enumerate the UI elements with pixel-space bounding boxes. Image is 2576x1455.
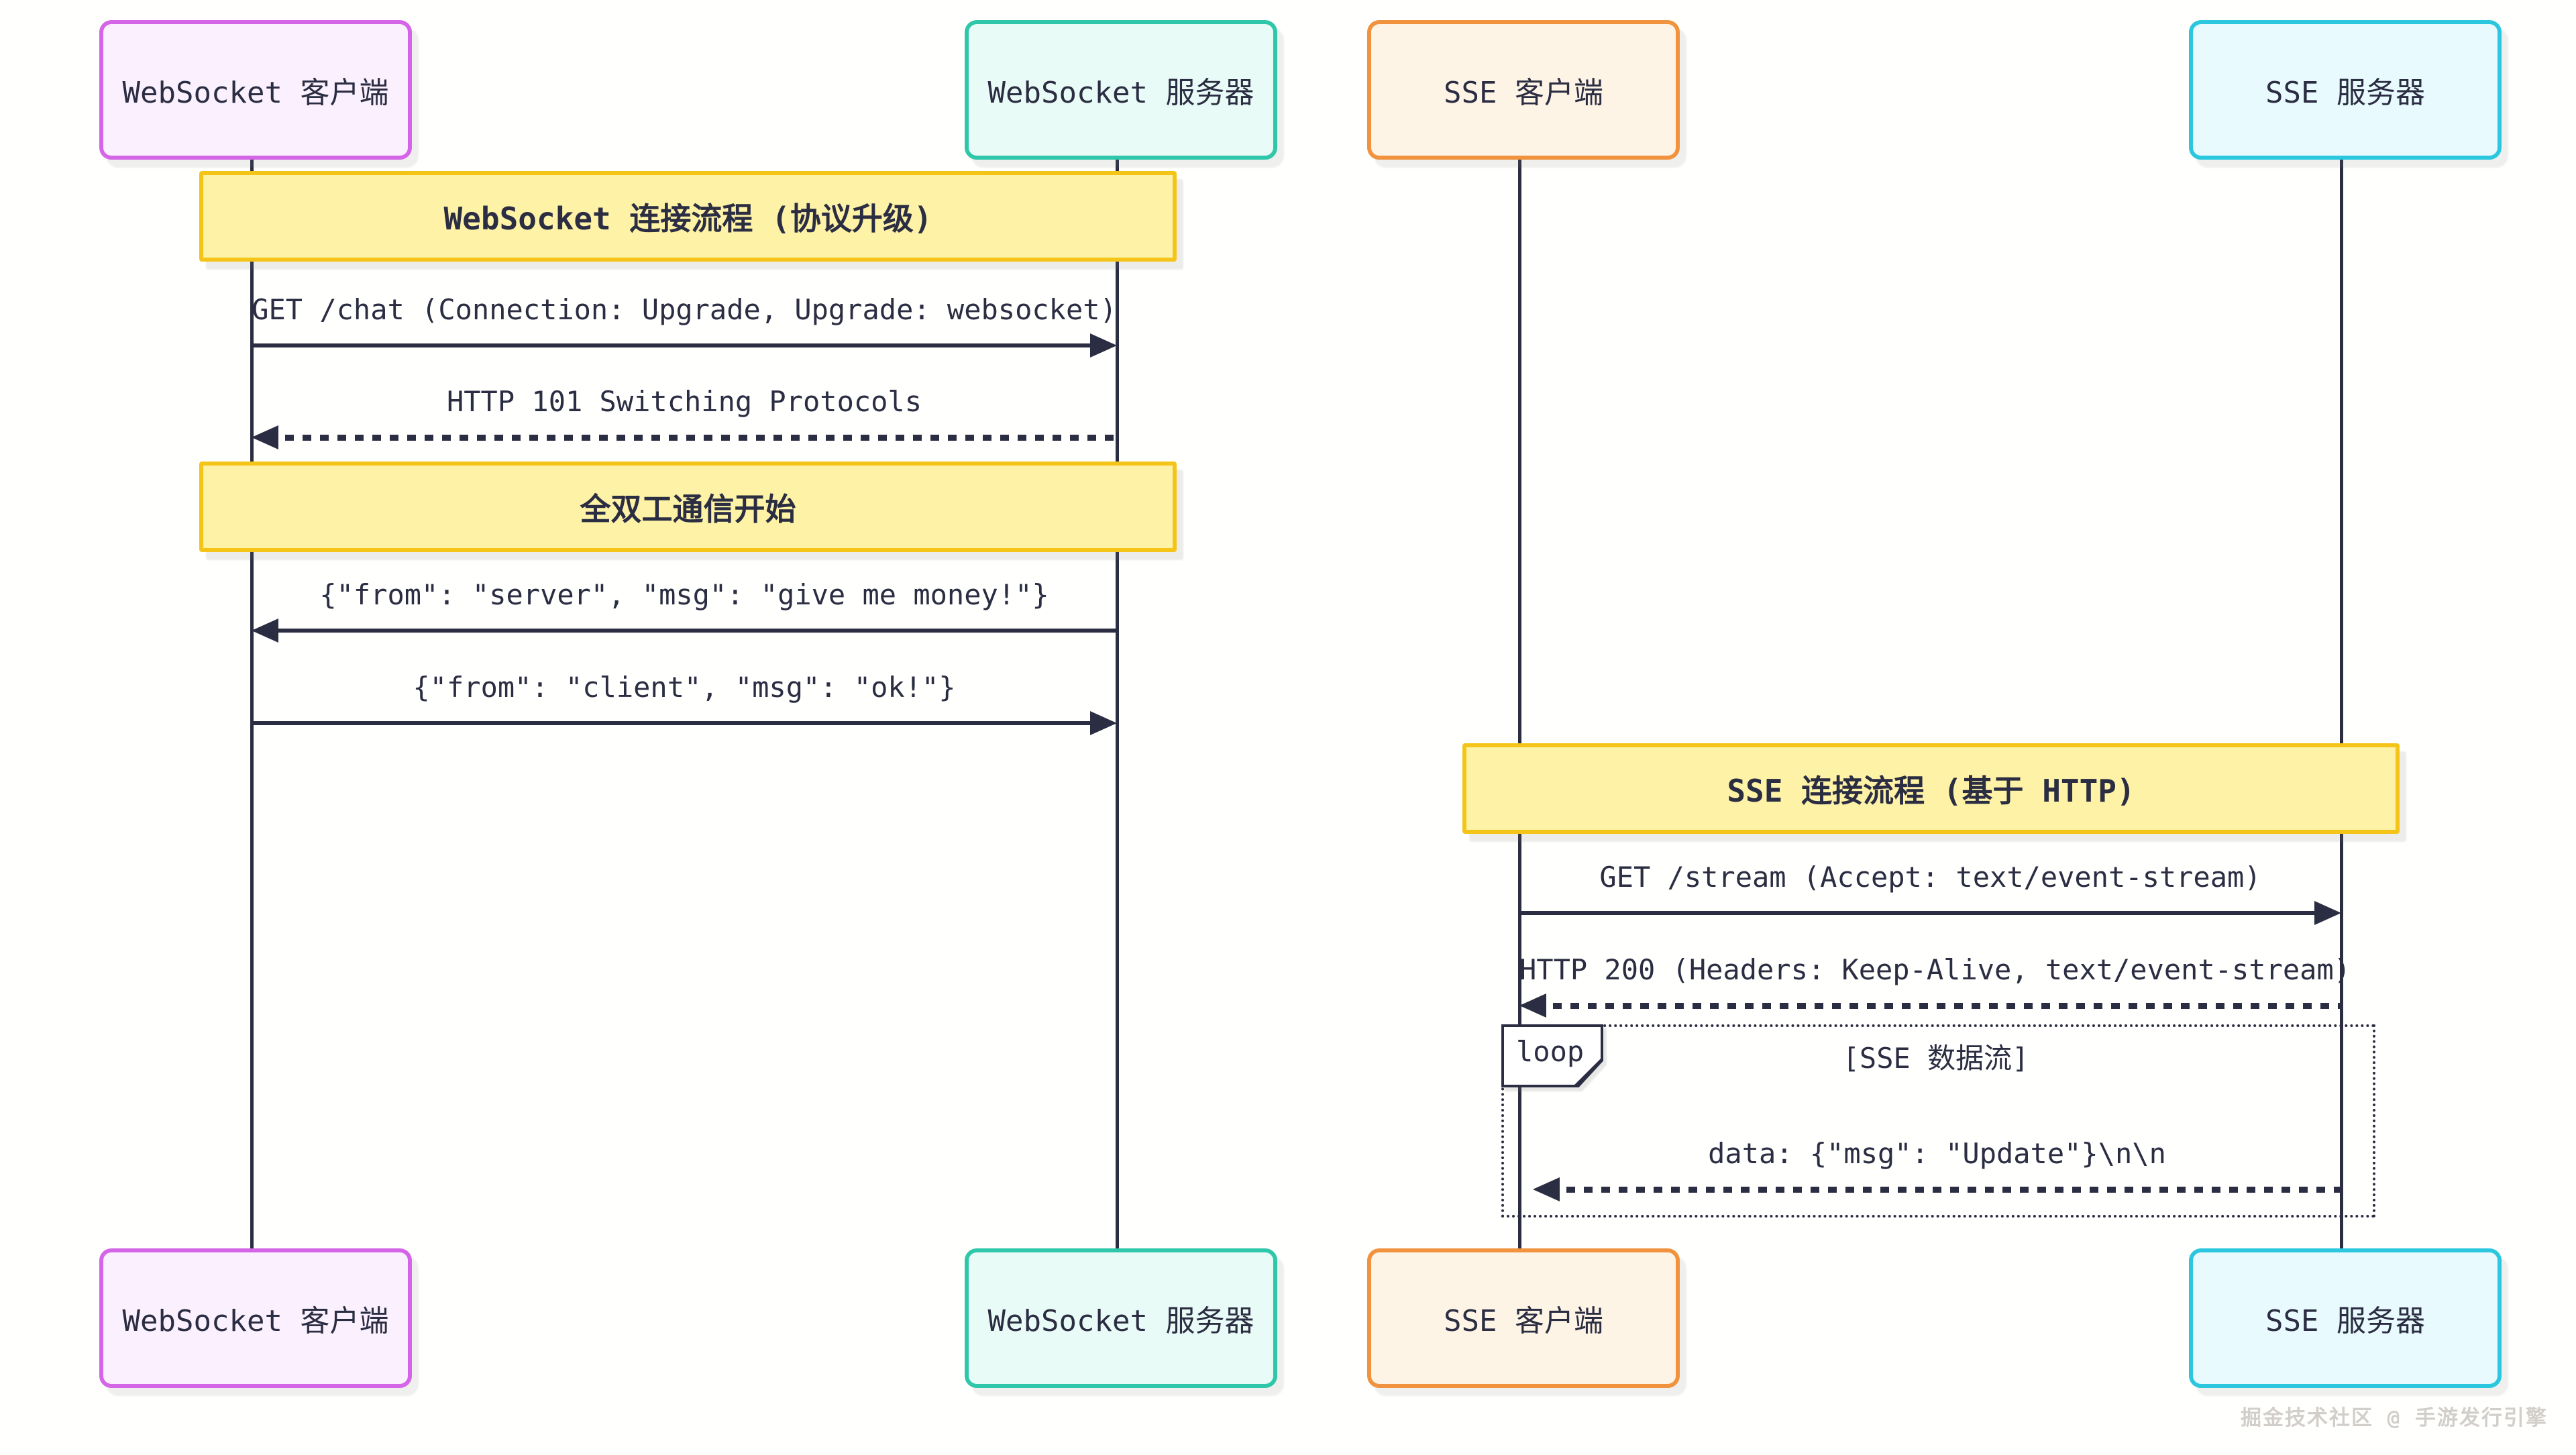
message-http-101-arrow <box>252 425 1117 449</box>
loop-tag-text: loop <box>1516 1035 1585 1068</box>
lifeline-sse-server <box>2340 152 2343 1250</box>
arrow-shaft <box>1536 1003 2340 1009</box>
arrow-head-icon <box>1519 993 1546 1018</box>
loop-condition: [SSE 数据流] <box>1842 1042 2029 1075</box>
actor-label: WebSocket 服务器 <box>987 1304 1254 1338</box>
message-sse-data-label: data: {"msg": "Update"}\n\n <box>1708 1137 2166 1170</box>
actor-sse-server-top: SSE 服务器 <box>2189 20 2502 160</box>
message-server-push-label: {"from": "server", "msg": "give me money… <box>319 578 1049 611</box>
message-get-stream-label: GET /stream (Accept: text/event-stream) <box>1599 861 2261 894</box>
message-get-chat-label: GET /chat (Connection: Upgrade, Upgrade:… <box>252 293 1117 326</box>
loop-frame <box>1501 1024 2375 1218</box>
arrow-shaft <box>1549 1187 2340 1193</box>
actor-label: SSE 服务器 <box>2265 1304 2425 1338</box>
actor-websocket-client-bottom: WebSocket 客户端 <box>99 1248 412 1388</box>
actor-websocket-server-bottom: WebSocket 服务器 <box>965 1248 1277 1388</box>
arrow-head-icon <box>252 425 278 449</box>
actor-label: SSE 客户端 <box>1444 76 1603 110</box>
message-sse-data-arrow <box>1533 1177 2341 1201</box>
loop-label-tag: loop <box>1501 1024 1603 1087</box>
actor-websocket-client-top: WebSocket 客户端 <box>99 20 412 160</box>
arrow-head-icon <box>1090 333 1117 358</box>
actor-sse-server-bottom: SSE 服务器 <box>2189 1248 2502 1388</box>
arrow-head-icon <box>1090 711 1117 735</box>
arrow-head-icon <box>252 618 278 643</box>
arrow-shaft <box>1521 911 2325 915</box>
watermark: 掘金技术社区 @ 手游发行引擎 <box>2241 1406 2548 1430</box>
message-get-stream-arrow <box>1519 901 2341 925</box>
actor-label: SSE 客户端 <box>1444 1304 1603 1338</box>
actor-label: SSE 服务器 <box>2265 76 2425 110</box>
lifeline-websocket-server <box>1116 152 1119 1250</box>
banner-fullduplex-start-text: 全双工通信开始 <box>580 490 796 527</box>
banner-sse-flow-text: SSE 连接流程 (基于 HTTP) <box>1727 772 2135 809</box>
actor-label: WebSocket 客户端 <box>122 1304 389 1338</box>
banner-websocket-flow-text: WebSocket 连接流程 (协议升级) <box>443 200 932 237</box>
arrow-shaft <box>253 343 1101 347</box>
arrow-shaft <box>268 629 1116 633</box>
arrow-shaft <box>253 721 1101 725</box>
arrow-head-icon <box>2314 901 2341 925</box>
actor-label: WebSocket 客户端 <box>122 76 389 110</box>
message-http-200-label: HTTP 200 (Headers: Keep-Alive, text/even… <box>1519 953 2351 986</box>
message-http-101-label: HTTP 101 Switching Protocols <box>446 385 922 418</box>
message-client-ok-label: {"from": "client", "msg": "ok!"} <box>413 671 956 704</box>
lifeline-websocket-client <box>250 152 254 1250</box>
message-http-200-arrow <box>1519 993 2341 1018</box>
lifeline-sse-client <box>1518 152 1521 1250</box>
loop-tag-shape <box>1501 1024 1603 1087</box>
banner-websocket-flow: WebSocket 连接流程 (协议升级) <box>199 171 1177 262</box>
message-client-ok-arrow <box>252 711 1117 735</box>
actor-sse-client-top: SSE 客户端 <box>1367 20 1680 160</box>
actor-label: WebSocket 服务器 <box>987 76 1254 110</box>
arrow-shaft <box>268 435 1116 441</box>
banner-sse-flow: SSE 连接流程 (基于 HTTP) <box>1462 743 2400 834</box>
message-server-push-arrow <box>252 618 1117 643</box>
actor-websocket-server-top: WebSocket 服务器 <box>965 20 1277 160</box>
message-get-chat-arrow <box>252 333 1117 358</box>
banner-fullduplex-start: 全双工通信开始 <box>199 462 1177 552</box>
actor-sse-client-bottom: SSE 客户端 <box>1367 1248 1680 1388</box>
arrow-head-icon <box>1533 1177 1560 1201</box>
